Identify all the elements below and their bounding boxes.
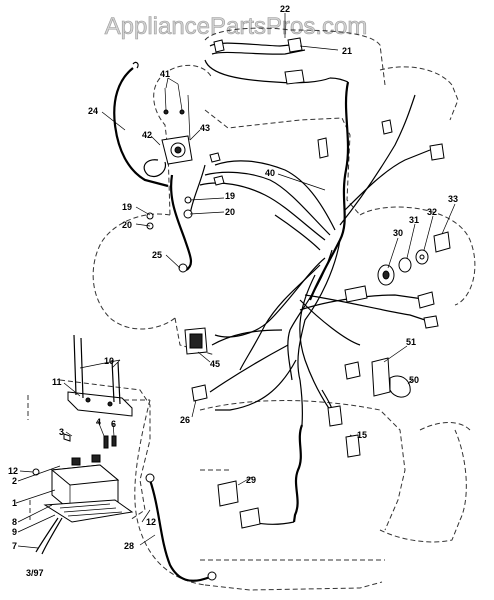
callout-7: 7 [12,541,17,551]
callout-51: 51 [406,337,416,347]
callout-6: 6 [111,419,116,429]
callout-41: 41 [160,69,170,79]
callout-12-bottom: 12 [146,517,156,527]
ground-cable [145,473,217,582]
callout-28: 28 [124,541,134,551]
battery-assembly [32,334,134,555]
date-code: 3/97 [26,568,44,578]
callout-42: 42 [142,130,152,140]
callout-4: 4 [96,417,101,427]
callout-26: 26 [180,415,190,425]
callout-45: 45 [210,359,220,369]
headlight-harness [204,37,349,85]
callout-32: 32 [427,207,437,217]
callout-15: 15 [357,430,367,440]
callout-20-right: 20 [225,207,235,217]
callout-33: 33 [448,194,458,204]
callout-43: 43 [200,123,210,133]
callout-10: 10 [104,356,114,366]
callout-40: 40 [265,168,275,178]
callout-12-left: 12 [8,466,18,476]
callout-50: 50 [409,375,419,385]
callout-19-right: 19 [225,191,235,201]
solenoid-cables [113,61,206,273]
callout-22: 22 [280,4,290,14]
callout-30: 30 [393,228,403,238]
callout-20-left: 20 [122,220,132,230]
callout-19-left: 19 [122,202,132,212]
callout-11: 11 [52,377,62,387]
watermark: AppliancePartsPros.com [105,13,368,40]
callout-31: 31 [409,215,419,225]
right-components [184,119,451,529]
callout-labels: 22 21 41 24 42 43 40 19 19 20 20 25 33 3… [8,4,458,578]
callout-2: 2 [12,476,17,486]
callout-8: 8 [12,517,17,527]
callout-3: 3 [59,427,64,437]
callout-29: 29 [246,475,256,485]
callout-1: 1 [12,498,17,508]
tractor-outline [27,27,476,591]
callout-21: 21 [342,46,352,56]
leader-lines [15,13,456,549]
callout-25: 25 [152,250,162,260]
main-harness [199,81,431,525]
callout-9: 9 [12,527,17,537]
callout-24: 24 [88,106,98,116]
